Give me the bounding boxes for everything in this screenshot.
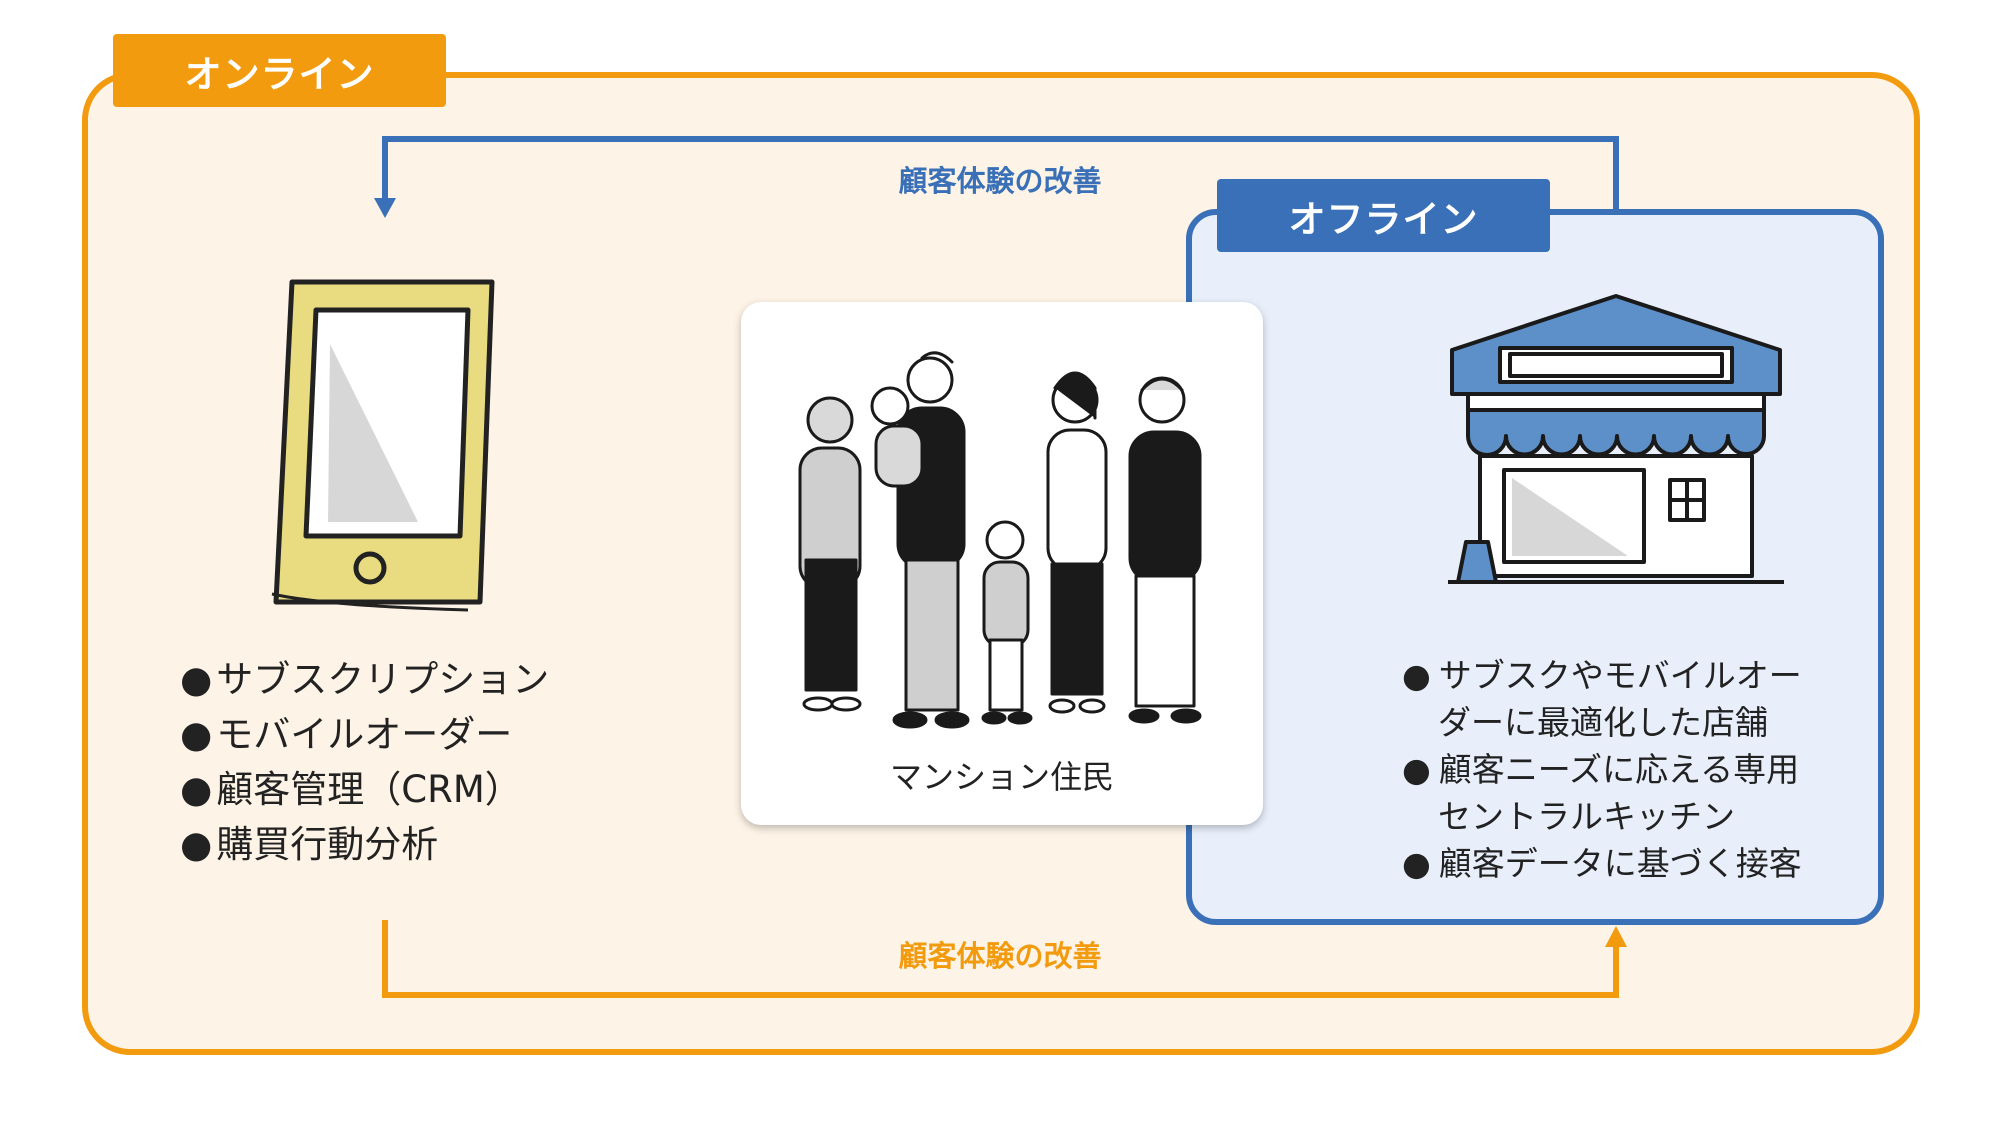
online-feature-text: 購買行動分析 [216, 823, 439, 866]
store-icon [1448, 294, 1784, 584]
people-group-icon [798, 351, 1202, 729]
offline-feature-list: ●サブスクやモバイルオー ダーに最適化した店舗 ●顧客ニーズに応える専用 セント… [1402, 652, 1802, 887]
offline-feature-item: ●顧客ニーズに応える専用 セントラルキッチン [1402, 746, 1802, 840]
online-feature-item: ●購買行動分析 [180, 817, 549, 872]
offline-feature-text-cont: ダーに最適化した店舗 [1438, 703, 1768, 742]
residents-label: マンション住民 [889, 758, 1114, 796]
smartphone-icon [271, 279, 495, 612]
online-feature-text: モバイルオーダー [216, 713, 513, 756]
top-improvement-arrow [374, 136, 1619, 218]
top-arrow-label: 顧客体験の改善 [898, 164, 1102, 198]
bullet-icon: ● [180, 768, 213, 811]
bullet-icon: ● [180, 658, 213, 701]
online-feature-text: サブスクリプション [216, 658, 550, 701]
online-feature-item: ●顧客管理（CRM） [180, 762, 549, 817]
offline-feature-text: 顧客ニーズに応える専用 [1438, 750, 1800, 789]
online-feature-list: ●サブスクリプション ●モバイルオーダー ●顧客管理（CRM） ●購買行動分析 [180, 652, 549, 872]
bullet-icon: ● [180, 713, 213, 756]
bottom-improvement-arrow [382, 920, 1627, 998]
offline-feature-text-cont: セントラルキッチン [1438, 797, 1735, 836]
bottom-arrow-label: 顧客体験の改善 [898, 939, 1102, 973]
offline-title: オフライン [1217, 179, 1550, 252]
online-title: オンライン [113, 34, 446, 107]
bullet-icon: ● [1402, 750, 1431, 789]
bullet-icon: ● [1402, 844, 1431, 883]
offline-feature-text: サブスクやモバイルオー [1438, 656, 1802, 695]
online-feature-item: ●サブスクリプション [180, 652, 549, 707]
online-feature-text: 顧客管理（CRM） [216, 768, 522, 811]
offline-feature-item: ●サブスクやモバイルオー ダーに最適化した店舗 [1402, 652, 1802, 746]
offline-feature-text: 顧客データに基づく接客 [1438, 844, 1802, 883]
bullet-icon: ● [180, 823, 213, 866]
bullet-icon: ● [1402, 656, 1431, 695]
online-feature-item: ●モバイルオーダー [180, 707, 549, 762]
offline-feature-item: ●顧客データに基づく接客 [1402, 840, 1802, 887]
